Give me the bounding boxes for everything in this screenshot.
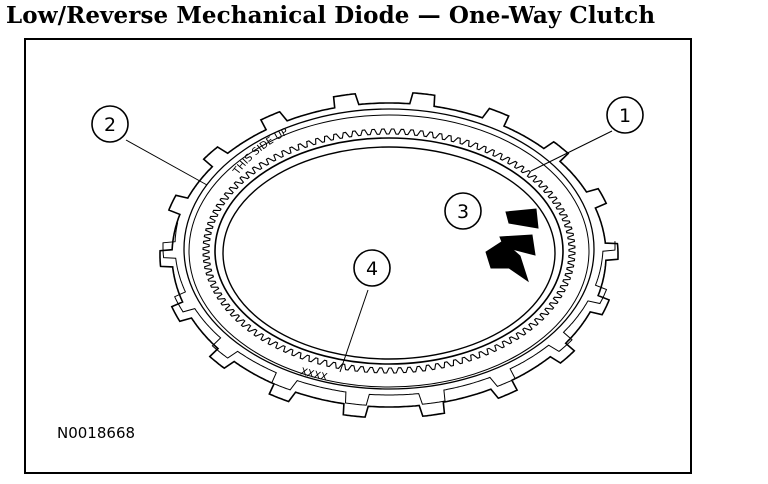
callout-4: 4 xyxy=(353,249,391,287)
callout-circle-4 xyxy=(353,249,391,287)
diagram-title: Low/Reverse Mechanical Diode — One-Way C… xyxy=(6,2,656,29)
inner-race-edge xyxy=(214,137,564,365)
callout-circle-3 xyxy=(444,192,482,230)
face-band-outer xyxy=(183,108,595,390)
callout-2: 2 xyxy=(91,105,129,143)
outer-ring-side-edge xyxy=(162,222,616,406)
callout-number-3: 3 xyxy=(457,201,469,223)
leader-line-2 xyxy=(125,139,208,186)
face-band-inner xyxy=(188,114,590,388)
callout-number-1: 1 xyxy=(619,105,631,127)
callout-number-4: 4 xyxy=(366,258,378,280)
callout-number-2: 2 xyxy=(104,114,116,136)
rotation-direction-arrows xyxy=(485,208,539,283)
callout-circle-1 xyxy=(606,96,644,134)
callout-circle-2 xyxy=(91,105,129,143)
callout-3: 3 xyxy=(444,192,482,230)
inner-teeth-profile xyxy=(202,128,576,374)
illustration-frame xyxy=(24,38,692,474)
leader-line-4 xyxy=(339,289,369,373)
figure-id: N0018668 xyxy=(57,424,136,442)
inner-race-teeth xyxy=(202,128,576,374)
leader-line-1 xyxy=(530,130,613,172)
arrow-head xyxy=(485,240,529,283)
arrow-segment-1 xyxy=(505,208,539,229)
inner-race-bore xyxy=(222,146,556,360)
callout-1: 1 xyxy=(606,96,644,134)
